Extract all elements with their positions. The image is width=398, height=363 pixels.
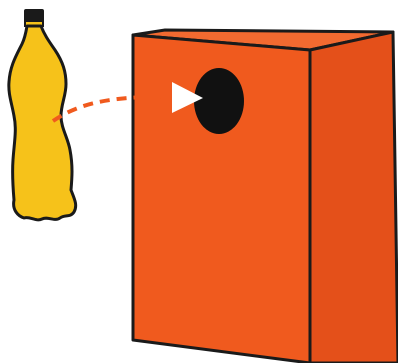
arrow-dashed-path [51,94,171,123]
arrow-head [172,82,203,113]
dashed-arrow-icon [51,82,203,123]
bin-side-face [308,30,398,363]
bottle-icon [7,9,78,222]
bottle-cap [24,9,44,22]
bin-front-face [131,33,312,363]
recycling-bin-icon [131,28,398,363]
bottle-body [7,24,78,222]
bin-slot-icon [194,68,244,134]
